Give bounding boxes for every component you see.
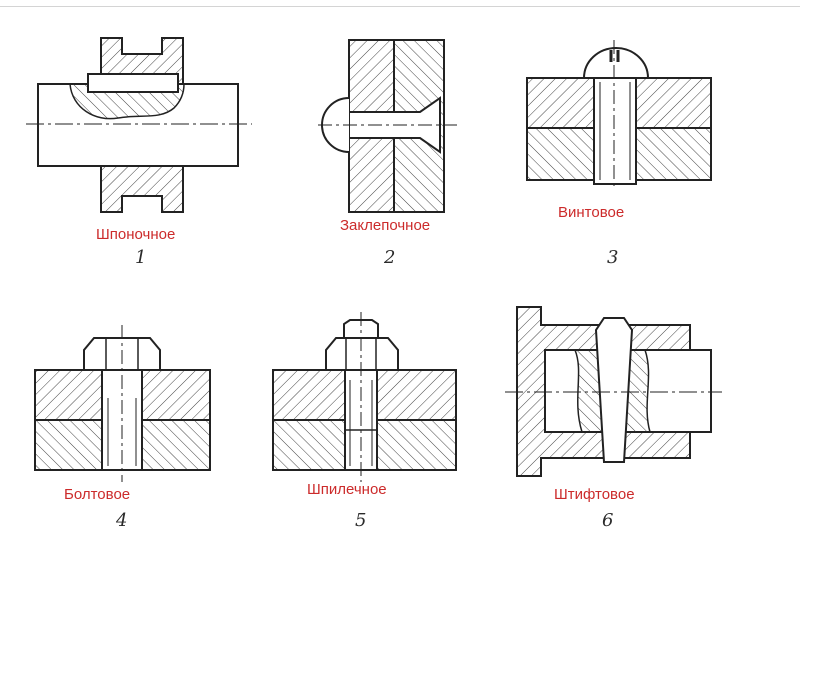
- joint-number-6: 6: [602, 510, 614, 531]
- pin-joint-figure: [505, 306, 722, 477]
- joint-label-rivet: Заклепочное: [340, 217, 431, 234]
- joint-number-4: 4: [116, 510, 128, 531]
- joint-number-5: 5: [355, 510, 367, 531]
- top-divider: [0, 6, 800, 7]
- stud-joint-figure: [272, 312, 457, 482]
- bolt-joint-figure: [34, 325, 211, 482]
- joint-label-screw: Винтовое: [558, 204, 625, 221]
- screw-joint-figure: [526, 40, 712, 190]
- rivet-joint-figure: [318, 39, 458, 213]
- joint-label-pin: Штифтовое: [554, 486, 635, 503]
- joint-number-1: 1: [135, 247, 147, 268]
- joint-label-key: Шпоночное: [96, 226, 176, 243]
- joint-number-3: 3: [607, 247, 619, 268]
- key-joint-figure: [26, 37, 252, 213]
- joint-number-2: 2: [384, 247, 396, 268]
- joint-label-bolt: Болтовое: [64, 486, 131, 503]
- joint-label-stud: Шпилечное: [307, 481, 387, 498]
